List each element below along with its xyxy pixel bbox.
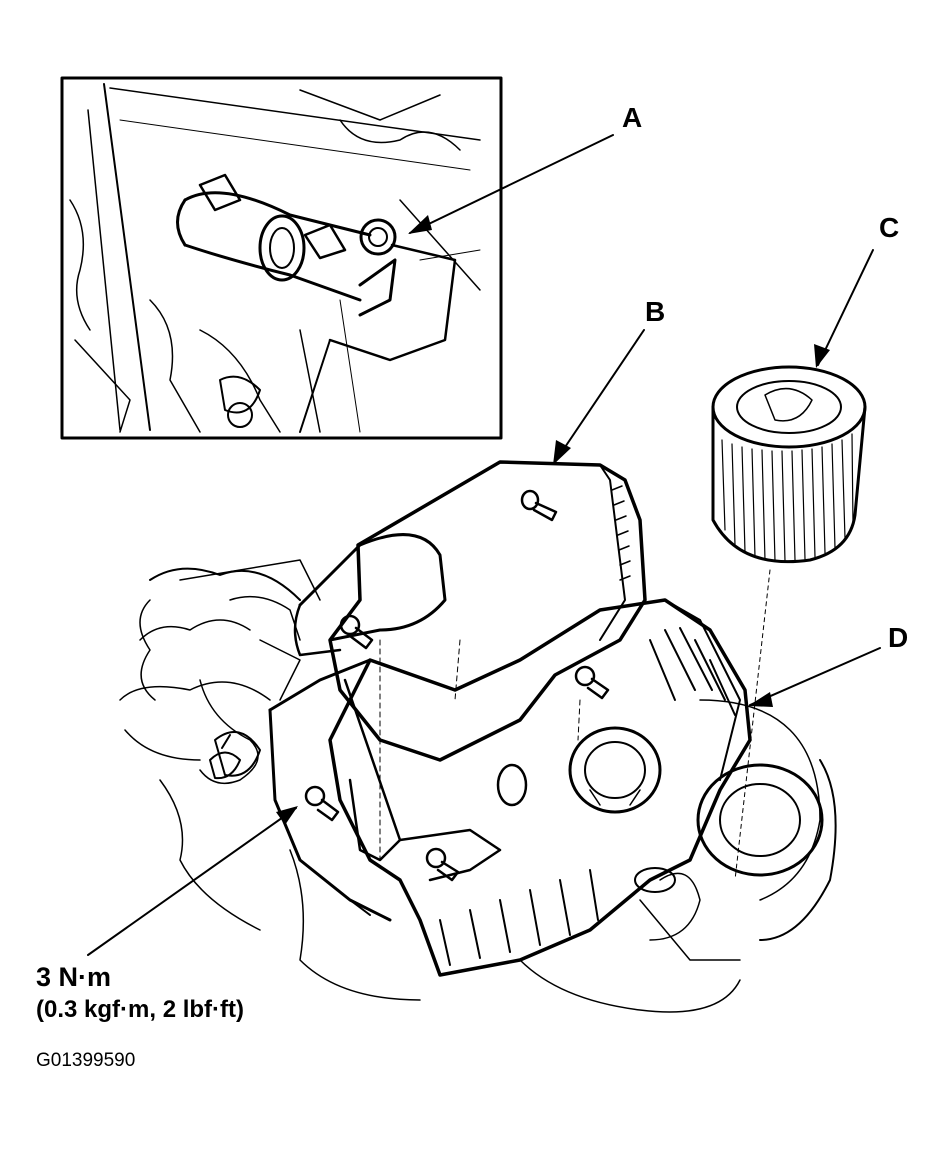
engine-background: [119, 559, 837, 1013]
leader-arrowheads: [276, 215, 830, 825]
air-cleaner-housing-cover: [293, 460, 647, 762]
bolt-icon-right: [574, 665, 610, 700]
air-filter-element: [711, 365, 867, 881]
torque-conversion: (0.3 kgf·m, 2 lbf·ft): [36, 996, 244, 1023]
bolt-icon-front: [304, 785, 340, 822]
callout-label-a: A: [622, 102, 643, 133]
figure-code: G01399590: [36, 1050, 136, 1071]
callout-label-d: D: [888, 622, 909, 653]
inset-detail-frame: [60, 76, 503, 440]
leader-lines: [87, 134, 881, 956]
callout-label-b: B: [645, 296, 666, 327]
air-cleaner-housing: [268, 598, 752, 977]
torque-value: 3 N·m: [36, 962, 112, 992]
callout-label-c: C: [879, 212, 900, 243]
hose-clamp-icon: [209, 734, 241, 780]
bolt-icon-bottom: [425, 847, 460, 882]
bolt-icon-top: [520, 489, 558, 522]
bolt-icon-left: [339, 614, 374, 650]
